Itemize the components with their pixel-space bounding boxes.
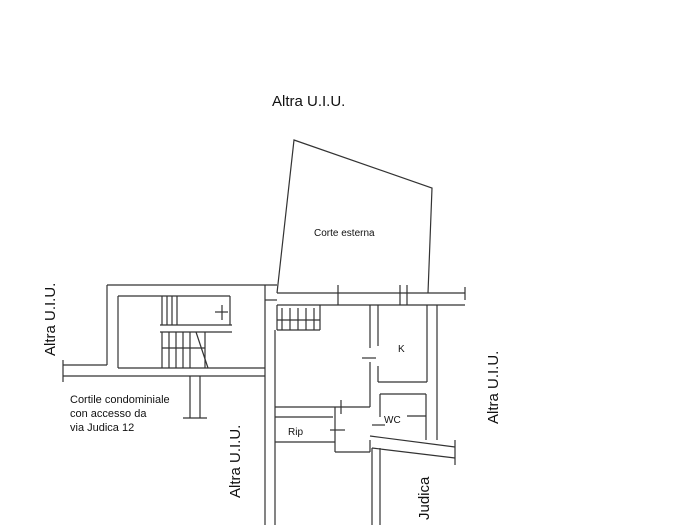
street-label: Judica (416, 476, 433, 520)
storage-label: Rip (288, 427, 304, 438)
kitchen-label: K (398, 344, 405, 355)
left-neighbor-label: Altra U.I.U. (42, 282, 59, 356)
bathroom-label: WC (384, 415, 401, 426)
top-neighbor-label: Altra U.I.U. (272, 93, 346, 110)
right-neighbor-label: Altra U.I.U. (485, 350, 502, 424)
bottom-left-neighbor-label: Altra U.I.U. (227, 424, 244, 498)
condo-courtyard-label: Cortile condominiale con accesso da via … (70, 394, 170, 434)
courtyard-outline (276, 139, 433, 294)
courtyard-label: Corte esterna (314, 228, 375, 239)
